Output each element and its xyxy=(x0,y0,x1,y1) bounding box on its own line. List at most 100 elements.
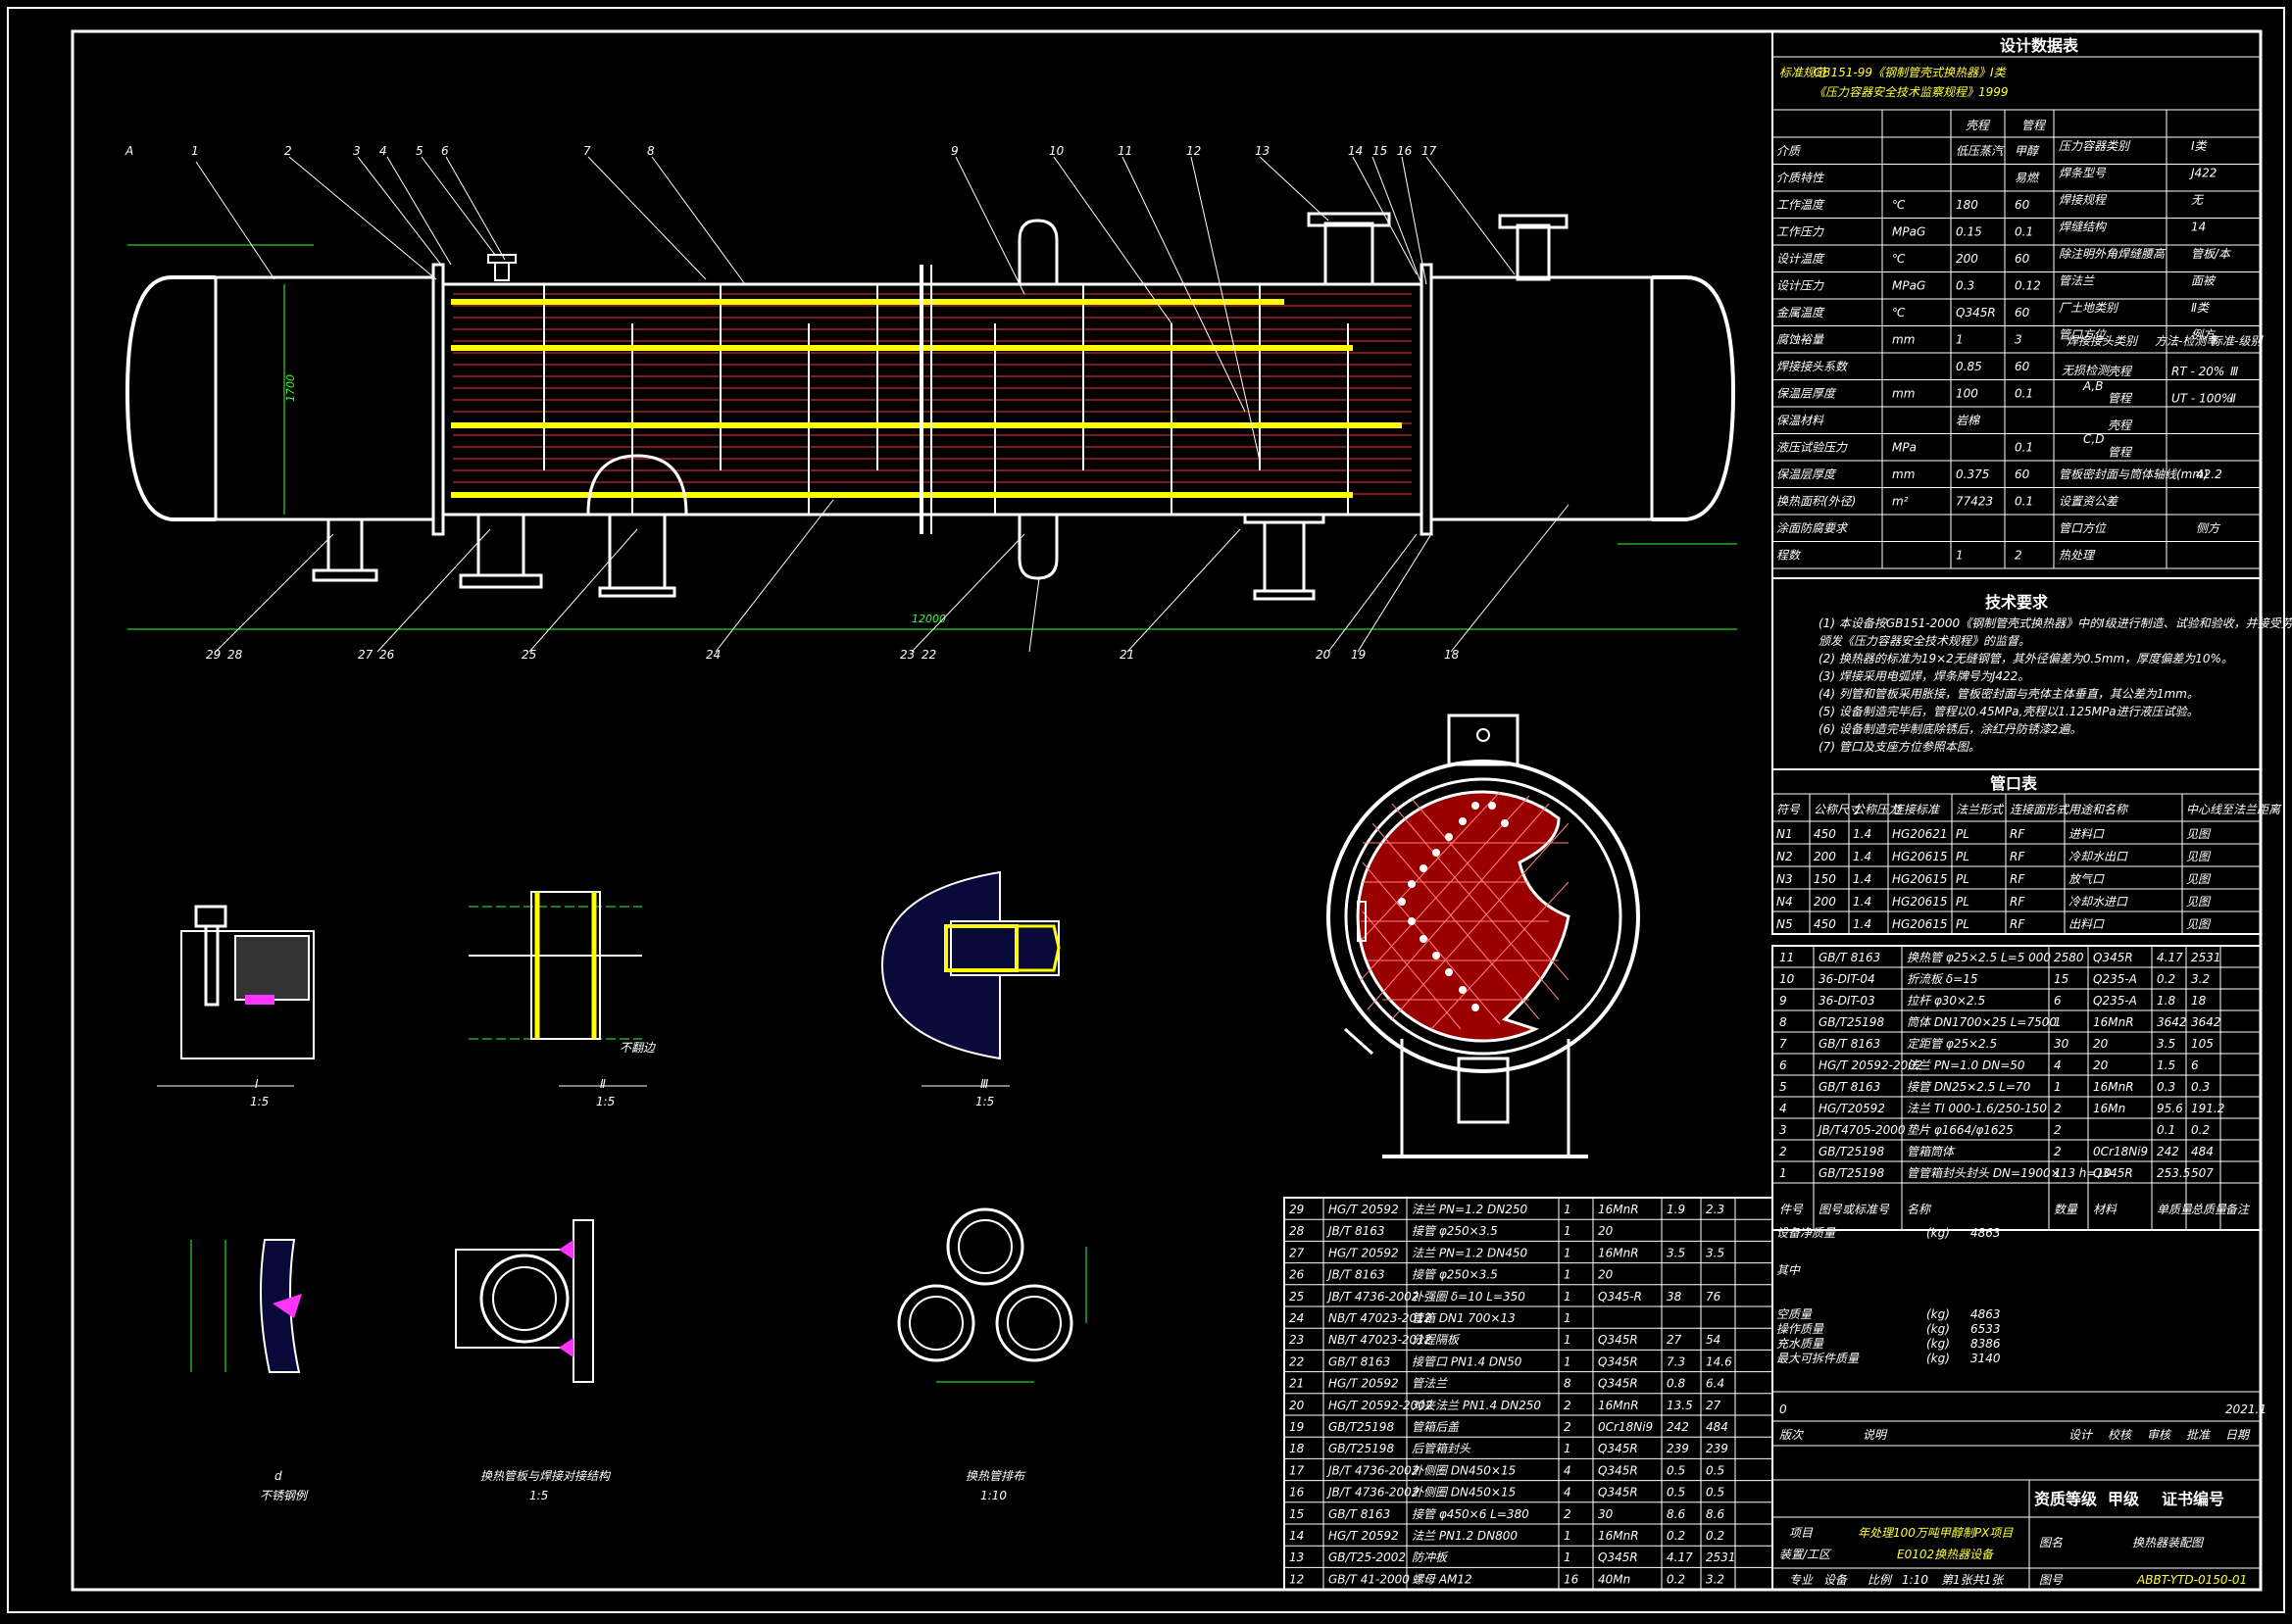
svg-text:9: 9 xyxy=(951,144,959,158)
part-cell: 239 xyxy=(1706,1442,1728,1455)
nozzle-cell: 见图 xyxy=(2186,872,2212,886)
design-row-tube: 60 xyxy=(2015,306,2030,320)
nozzle-cell: 1.4 xyxy=(1853,827,1871,841)
nozzle-cell: 450 xyxy=(1814,827,1836,841)
design-row-label: 焊接接头系数 xyxy=(1776,360,1849,373)
part-cell: 1 xyxy=(1564,1268,1571,1282)
design-row-shell: 0.15 xyxy=(1956,225,1982,239)
part-cell: 26 xyxy=(1289,1268,1305,1282)
design-right-value: Ⅰ类 xyxy=(2191,139,2209,153)
part-cell: 折流板 δ=15 xyxy=(1907,972,1977,986)
part-cell: 16 xyxy=(1564,1572,1579,1586)
design-row-unit: ℃ xyxy=(1892,306,1906,320)
svg-text:1:5: 1:5 xyxy=(975,1095,994,1108)
technical-requirements: 技术要求 (1) 本设备按GB151-2000《钢制管壳式换热器》中的Ⅰ级进行制… xyxy=(1771,577,2292,770)
part-cell: 1 xyxy=(2054,1015,2062,1029)
part-cell: 8 xyxy=(1564,1377,1571,1391)
part-cell: 16MnR xyxy=(2093,1015,2134,1029)
design-row-tube: 60 xyxy=(2015,252,2030,266)
design-row-shell: 1 xyxy=(1956,333,1964,347)
part-cell: Q345R xyxy=(1598,1333,1638,1347)
part-cell: 3.5 xyxy=(1706,1246,1724,1259)
svg-text:标准规范: 标准规范 xyxy=(1779,66,1828,79)
nozzle-cell: 出料口 xyxy=(2068,917,2105,931)
part-cell: GB/T 41-2000 xyxy=(1328,1572,1410,1586)
svg-text:20: 20 xyxy=(1316,648,1331,662)
part-cell: Q345R xyxy=(2093,1166,2133,1180)
tie-rods xyxy=(451,299,1402,498)
svg-text:《压力容器安全技术监察规程》1999: 《压力容器安全技术监察规程》1999 xyxy=(1814,85,2009,99)
part-cell: 筒体 DN1700×25 L=7500 xyxy=(1907,1015,2057,1029)
part-cell: 29 xyxy=(1289,1203,1304,1216)
svg-text:A,B: A,B xyxy=(2082,379,2103,393)
part-cell: GB/T 8163 xyxy=(1328,1354,1390,1368)
ndt-row: 管程 xyxy=(2108,446,2133,460)
tech-req-line: (2) 换热器的标准为19×2无缝钢管，其外径偏差为0.5mm，厚度偏差为10%… xyxy=(1819,652,2233,665)
part-cell: 10 xyxy=(1779,972,1795,986)
svg-text:12: 12 xyxy=(1186,144,1201,158)
part-cell: 管管箱封头封头 DN=1900×13 h=10 xyxy=(1907,1166,2112,1180)
ndt-method: UT - 100% xyxy=(2171,392,2232,406)
part-cell: 8.6 xyxy=(1667,1507,1685,1521)
design-row-tube: 2 xyxy=(2015,549,2022,563)
design-row-label: 介质 xyxy=(1776,144,1802,158)
design-right-label: 焊缝结构 xyxy=(2059,221,2108,234)
part-cell: 18 xyxy=(2191,994,2207,1008)
svg-text:0: 0 xyxy=(1779,1403,1787,1416)
design-right-value: J422 xyxy=(2189,167,2217,180)
part-cell: 20 xyxy=(1289,1399,1305,1412)
detail-II: 不翻边 Ⅱ 1:5 xyxy=(469,891,657,1108)
nozzle-cell: PL xyxy=(1956,850,1969,863)
svg-text:29: 29 xyxy=(206,648,221,662)
ndt-method: RT - 20% xyxy=(2171,365,2224,378)
svg-text:Ⅰ: Ⅰ xyxy=(255,1077,259,1091)
weld-note: 不翻边 xyxy=(620,1041,657,1055)
svg-text:28: 28 xyxy=(227,648,243,662)
part-cell: 管箱后盖 xyxy=(1412,1420,1460,1434)
design-row-tube: 0.1 xyxy=(2015,495,2033,509)
nozzle-cell: 见图 xyxy=(2186,917,2212,931)
part-cell: HG/T 20592 xyxy=(1328,1529,1399,1543)
nozzle-n3 xyxy=(1498,214,1569,281)
design-right-value: Ⅱ类 xyxy=(2191,301,2211,315)
part-cell: 484 xyxy=(2191,1145,2214,1158)
tech-req-line: (3) 焊接采用电弧焊，焊条牌号为J422。 xyxy=(1819,669,2029,683)
design-row-shell: 77423 xyxy=(1956,495,1993,509)
svg-text:资质等级: 资质等级 xyxy=(2034,1490,2098,1508)
footer-cell: 设备 xyxy=(1823,1573,1848,1587)
part-cell: 0Cr18Ni9 xyxy=(2093,1145,2148,1158)
svg-text:15: 15 xyxy=(1372,144,1387,158)
weight-unit: (kg) xyxy=(1926,1322,1950,1336)
design-row-shell: 200 xyxy=(1956,252,1978,266)
part-header: 材料 xyxy=(2093,1203,2118,1216)
nozzle-cell: N5 xyxy=(1776,917,1793,931)
part-cell: 0.5 xyxy=(1667,1486,1685,1500)
part-cell: 38 xyxy=(1667,1290,1682,1304)
nozzle-cell: 450 xyxy=(1814,917,1836,931)
part-cell: JB/T 4736-2002 xyxy=(1326,1463,1419,1477)
saddle-end-view xyxy=(1400,1039,1570,1158)
part-cell: 20 xyxy=(2093,1058,2109,1072)
nozzle-cell: HG20615 xyxy=(1892,895,1948,909)
part-cell: 40Mn xyxy=(1598,1572,1630,1586)
svg-text:19: 19 xyxy=(1351,648,1366,662)
svg-text:13: 13 xyxy=(1255,144,1270,158)
part-cell: 1 xyxy=(2054,1166,2062,1180)
part-cell: 6 xyxy=(2054,994,2062,1008)
nozzle-cell: RF xyxy=(2010,827,2025,841)
design-row-unit: mm xyxy=(1892,333,1915,347)
part-cell: 0.2 xyxy=(1667,1572,1685,1586)
part-cell: 接管口 PN1.4 DN50 xyxy=(1412,1354,1522,1368)
design-row-unit: MPa xyxy=(1892,441,1917,455)
design-row-unit: mm xyxy=(1892,387,1915,401)
part-cell: 4.17 xyxy=(1667,1550,1693,1564)
part-cell: 1 xyxy=(1564,1529,1571,1543)
part-header: 总质量 xyxy=(2191,1203,2227,1216)
detail-I: Ⅰ 1:5 xyxy=(157,905,315,1108)
triangular-pitch-grid xyxy=(1360,791,1570,1030)
nozzle-cell: 1.4 xyxy=(1853,917,1871,931)
part-cell: 3.2 xyxy=(2191,972,2210,986)
part-header: 单质量 xyxy=(2157,1203,2193,1216)
design-row-tube: 易燃 xyxy=(2015,172,2040,185)
weight-value: 6533 xyxy=(1970,1322,2001,1336)
